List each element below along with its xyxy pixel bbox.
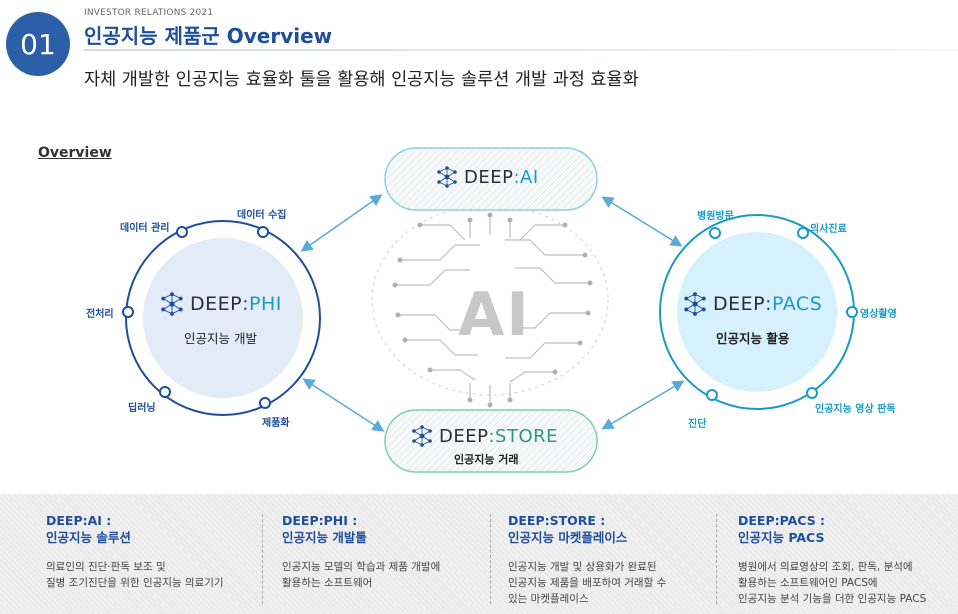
deep-store-logo: DEEP:STORE	[411, 425, 558, 447]
column-heading: 인공지능 마켓플레이스	[508, 530, 628, 545]
page-title: 인공지능 제품군 Overview	[84, 24, 333, 48]
column-divider	[716, 514, 718, 604]
circuit-nodes	[392, 212, 593, 408]
column-divider	[262, 514, 264, 604]
page-subtitle: 자체 개발한 인공지능 효율화 툴을 활용해 인공지능 솔루션 개발 과정 효율…	[84, 70, 639, 90]
description-column: DEEP:PACS : 인공지능 PACS 병원에서 의료영상의 조회, 판독,…	[738, 512, 926, 607]
deep-phi-core	[143, 238, 303, 398]
column-heading: 인공지능 개발툴	[282, 530, 367, 545]
column-text: 인공지능 분석 기능을 더한 인공지능 PACS	[738, 593, 927, 605]
column-text: 질병 조기진단을 위한 인공지능 의료기기	[46, 577, 224, 589]
deep-phi-ring	[125, 220, 321, 416]
column-text: 의료인의 진단·판독 보조 및	[46, 561, 166, 573]
column-text: 인공지능 모델의 학습과 제품 개발에	[282, 561, 441, 573]
deep-phi-prefix: DEEP	[190, 293, 243, 315]
column-text: 활용하는 소프트웨어인 PACS에	[738, 577, 878, 589]
deep-pacs-core	[677, 232, 837, 392]
pacs-node-label: 의사진료	[810, 224, 847, 235]
column-heading: DEEP:PACS :	[738, 513, 826, 528]
product-description-band: DEEP:AI : 인공지능 솔루션 의료인의 진단·판독 보조 및 질병 조기…	[0, 494, 958, 614]
deep-store-colon: :	[488, 425, 496, 447]
deep-phi-logo: DEEP:PHI	[160, 292, 282, 316]
pacs-node-label: 진단	[688, 419, 707, 430]
description-column: DEEP:PHI : 인공지능 개발툴 인공지능 모델의 학습과 제품 개발에 …	[282, 512, 440, 591]
section-number-badge: 01	[6, 12, 70, 76]
overview-label: Overview	[38, 145, 112, 161]
deep-pacs-logo: DEEP:PACS	[683, 292, 822, 316]
pacs-node-label: 인공지능 영상 판독	[815, 404, 896, 415]
pacs-node-label: 영상촬영	[860, 309, 897, 320]
deep-store-prefix: DEEP	[439, 425, 489, 447]
deep-ai-colon: :	[513, 166, 521, 188]
deep-pacs-nodes	[706, 227, 858, 401]
circuit-brain-graphic	[371, 204, 609, 405]
column-heading: 인공지능 PACS	[738, 530, 825, 545]
deep-pacs-prefix: DEEP	[713, 293, 766, 315]
column-text: 인공지능 제품을 배포하여 거래할 수	[508, 577, 667, 589]
ai-center-text: AI	[458, 280, 531, 350]
deep-pacs-suffix: PACS	[772, 293, 823, 315]
deep-store-suffix: STORE	[495, 425, 559, 447]
deep-phi-caption: 인공지능 개발	[184, 331, 257, 346]
deep-ai-suffix: AI	[520, 166, 539, 188]
column-heading: 인공지능 솔루션	[46, 530, 131, 545]
phi-node-label: 데이터 수집	[237, 210, 287, 221]
deep-ai-prefix: DEEP	[464, 166, 514, 188]
deep-network-icon	[684, 292, 706, 316]
column-heading: DEEP:PHI :	[282, 513, 358, 528]
column-heading: DEEP:STORE :	[508, 513, 606, 528]
connection-arrows	[300, 194, 685, 432]
deep-network-icon	[437, 166, 457, 188]
overview-diagram	[122, 147, 858, 473]
deep-store-pill	[384, 409, 598, 473]
deep-store-caption: 인공지능 거래	[454, 453, 519, 466]
phi-node-label: 딥러닝	[128, 403, 156, 414]
column-text: 활용하는 소프트웨어	[282, 577, 373, 589]
phi-node-label: 데이터 관리	[120, 223, 170, 234]
ir-label: INVESTOR RELATIONS 2021	[84, 8, 214, 18]
column-text: 병원에서 의료영상의 조회, 판독, 분석에	[738, 561, 913, 573]
column-text: 인공지능 개발 및 상용화가 완료된	[508, 561, 657, 573]
deep-phi-suffix: PHI	[249, 293, 282, 315]
deep-network-icon	[412, 425, 432, 447]
deep-ai-pill	[384, 147, 598, 211]
description-column: DEEP:AI : 인공지능 솔루션 의료인의 진단·판독 보조 및 질병 조기…	[46, 512, 224, 591]
column-text: 있는 마켓플레이스	[508, 593, 589, 605]
phi-node-label: 제품화	[262, 418, 290, 429]
deep-pacs-caption: 인공지능 활용	[716, 331, 790, 346]
deep-phi-nodes	[122, 226, 271, 409]
description-column: DEEP:STORE : 인공지능 마켓플레이스 인공지능 개발 및 상용화가 …	[508, 512, 666, 607]
phi-node-label: 전처리	[86, 309, 114, 320]
pacs-node-label: 병원방문	[697, 211, 734, 222]
deep-phi-colon: :	[242, 293, 250, 315]
header-divider	[84, 49, 958, 51]
column-heading: DEEP:AI :	[46, 513, 112, 528]
deep-ai-logo: DEEP:AI	[436, 166, 539, 188]
deep-pacs-colon: :	[765, 293, 773, 315]
column-divider	[490, 514, 492, 604]
deep-network-icon	[161, 292, 183, 316]
